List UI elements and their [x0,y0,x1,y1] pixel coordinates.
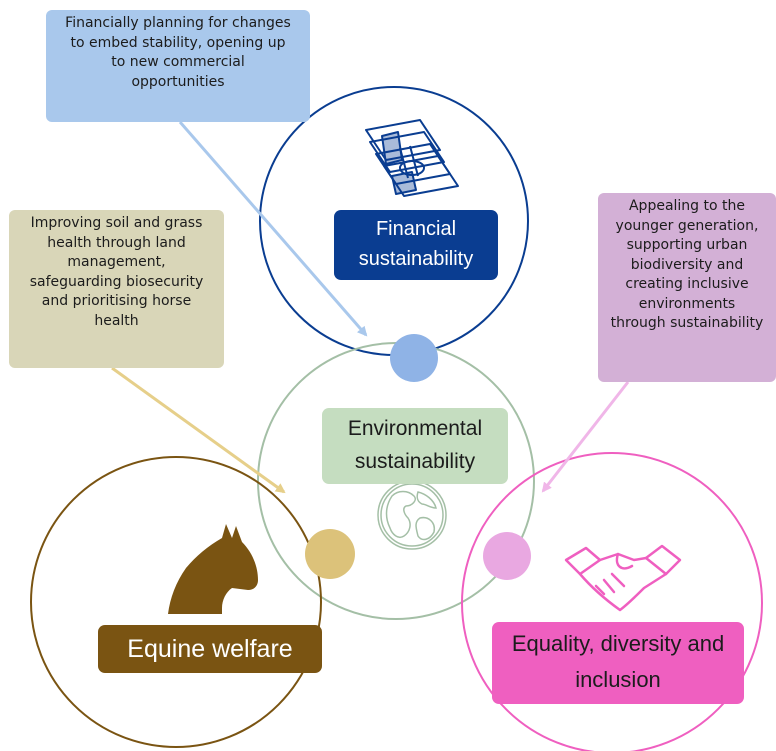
equality-callout: Appealing to the younger generation, sup… [598,193,776,382]
environmental-label: Environmental sustainability [322,408,508,484]
equine-callout: Improving soil and grass health through … [9,210,224,368]
globe-icon [377,480,447,550]
equality-dot [483,532,531,580]
financial-arrow [178,121,368,337]
horse-head-icon [168,524,258,614]
equine-dot [305,529,355,579]
equality-arrow [541,381,630,493]
equine-welfare-label: Equine welfare [98,625,322,673]
financial-label: Financial sustainability [334,210,498,280]
handshake-icon [564,544,682,612]
money-stack-icon [365,119,459,197]
financial-callout: Financially planning for changes to embe… [46,10,310,122]
equine-circle [30,456,322,748]
equine-arrow [111,366,286,494]
equality-label: Equality, diversity and inclusion [492,622,744,704]
equality-circle [461,452,763,751]
financial-dot [390,334,438,382]
